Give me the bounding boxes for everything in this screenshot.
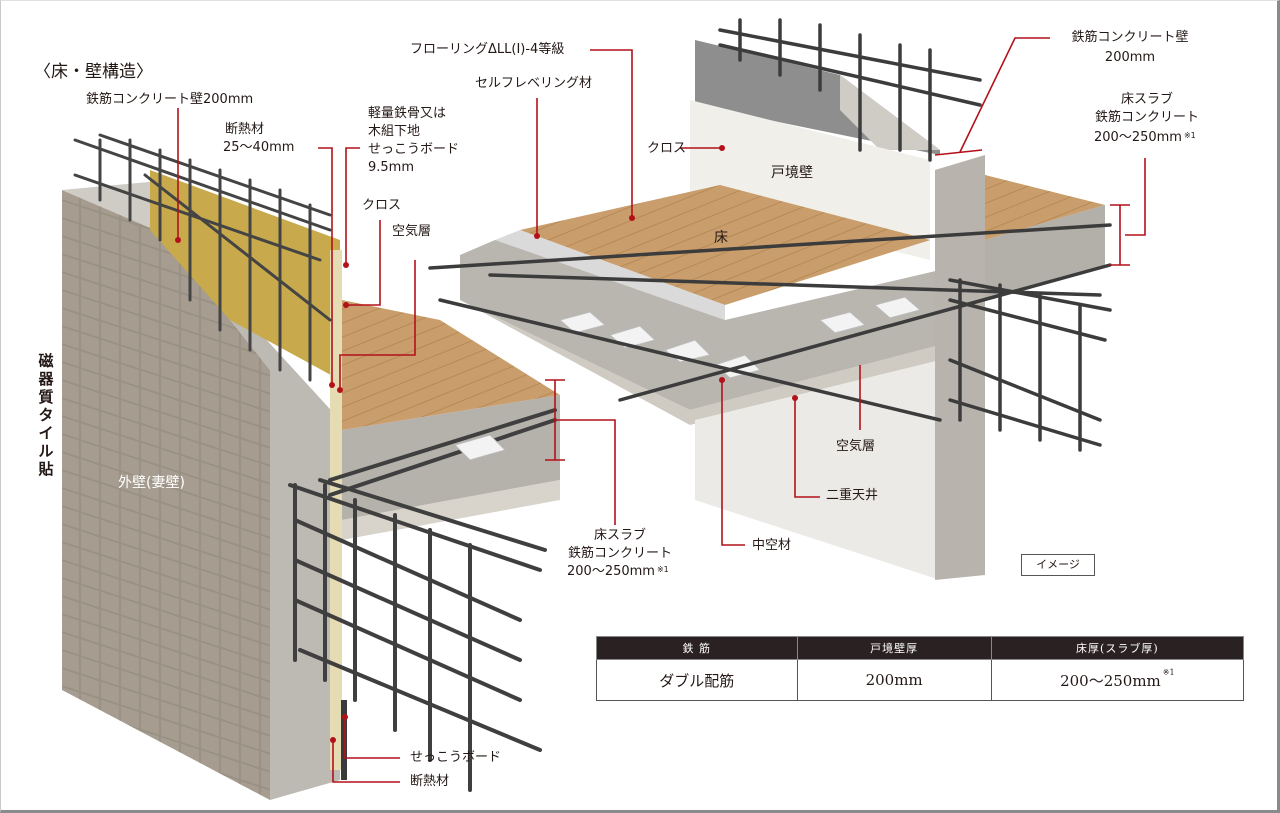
rebar-right	[428, 18, 1112, 452]
floor-right	[520, 185, 930, 305]
label-gypsum-board: せっこうボード	[410, 750, 502, 765]
label-tile-vertical: 磁 器 質 タ イ ル 貼	[38, 352, 54, 478]
label-hollow-material: 中空材	[752, 538, 792, 553]
label-rc-wall-right-2: 200mm	[1104, 50, 1156, 65]
image-disclaimer-tag: イメージ	[1021, 554, 1095, 576]
label-slab-right-2: 鉄筋コンクリート	[1094, 110, 1199, 125]
label-cloth-right: クロス	[647, 141, 687, 156]
label-slab-right-1: 床スラブ	[1120, 92, 1173, 107]
note-marker: ※1	[1183, 131, 1196, 140]
label-air-layer-right: 空気層	[836, 439, 876, 454]
rebar-cage-left	[288, 408, 557, 792]
note-marker: ※1	[1162, 667, 1175, 677]
label-exterior-wall: 外壁(妻壁)	[118, 475, 185, 491]
lower-wall	[695, 360, 940, 580]
floor-far-right	[985, 175, 1105, 240]
insulation-panel-left	[150, 170, 340, 380]
rebar-grid-top-left	[73, 133, 332, 382]
leader-lines	[177, 37, 1146, 783]
label-air-layer-left: 空気層	[392, 224, 432, 239]
label-double-ceiling: 二重天井	[826, 488, 879, 503]
self-leveling-layer	[495, 230, 725, 320]
spec-cell-slab-thickness: 200〜250mm※1	[990, 659, 1245, 701]
label-insulation-bottom: 断熱材	[410, 774, 450, 789]
spec-cell-wall-thickness: 200mm	[796, 659, 992, 701]
label-slab-right-3: 200〜250mm※1	[1094, 130, 1196, 145]
diagram-title: 〈床・壁構造〉	[34, 62, 153, 82]
label-flooring: フローリングΔLL(Ⅰ)-4等級	[410, 42, 565, 57]
label-rc-wall-left: 鉄筋コンクリート壁200mm	[86, 92, 254, 107]
label-steel-frame-2: 木組下地	[368, 124, 421, 139]
label-self-leveling: セルフレベリング材	[475, 76, 593, 91]
spec-cell-rebar: ダブル配筋	[596, 659, 798, 701]
label-insulation-left-2: 25〜40mm	[223, 140, 295, 155]
cloth-wall	[690, 100, 930, 260]
spec-header-wall-thickness: 戸境壁厚	[796, 636, 992, 660]
label-floor: 床	[714, 230, 728, 246]
spec-header-rebar: 鉄 筋	[596, 636, 798, 660]
spec-table: 鉄 筋 戸境壁厚 床厚(スラブ厚) ダブル配筋 200mm 200〜250mm※…	[596, 636, 1245, 701]
spec-header-slab-thickness: 床厚(スラブ厚)	[990, 636, 1245, 660]
floor-left	[342, 300, 560, 430]
label-slab-left-2: 鉄筋コンクリート	[567, 546, 672, 561]
label-slab-left-3: 200〜250mm※1	[567, 564, 669, 579]
gypsum-strip-left	[330, 250, 342, 770]
slab-right	[460, 240, 940, 410]
label-rc-wall-right-1: 鉄筋コンクリート壁	[1071, 30, 1189, 45]
note-marker: ※1	[656, 565, 669, 574]
gypsum-board-dark	[341, 700, 347, 780]
leader-dots	[175, 145, 798, 743]
spec-table-row: ダブル配筋 200mm 200〜250mm※1	[596, 659, 1245, 701]
label-partition-wall: 戸境壁	[771, 165, 813, 181]
label-cloth-left: クロス	[362, 198, 402, 213]
partition-wall-concrete	[840, 75, 940, 150]
label-steel-frame-1: 軽量鉄骨又は	[368, 106, 447, 121]
label-steel-frame-3: せっこうボード	[368, 142, 460, 157]
label-insulation-left-1: 断熱材	[225, 122, 265, 137]
spec-table-header-row: 鉄 筋 戸境壁厚 床厚(スラブ厚)	[596, 636, 1245, 660]
label-slab-left-1: 床スラブ	[593, 528, 646, 543]
label-steel-frame-4: 9.5mm	[368, 160, 415, 175]
